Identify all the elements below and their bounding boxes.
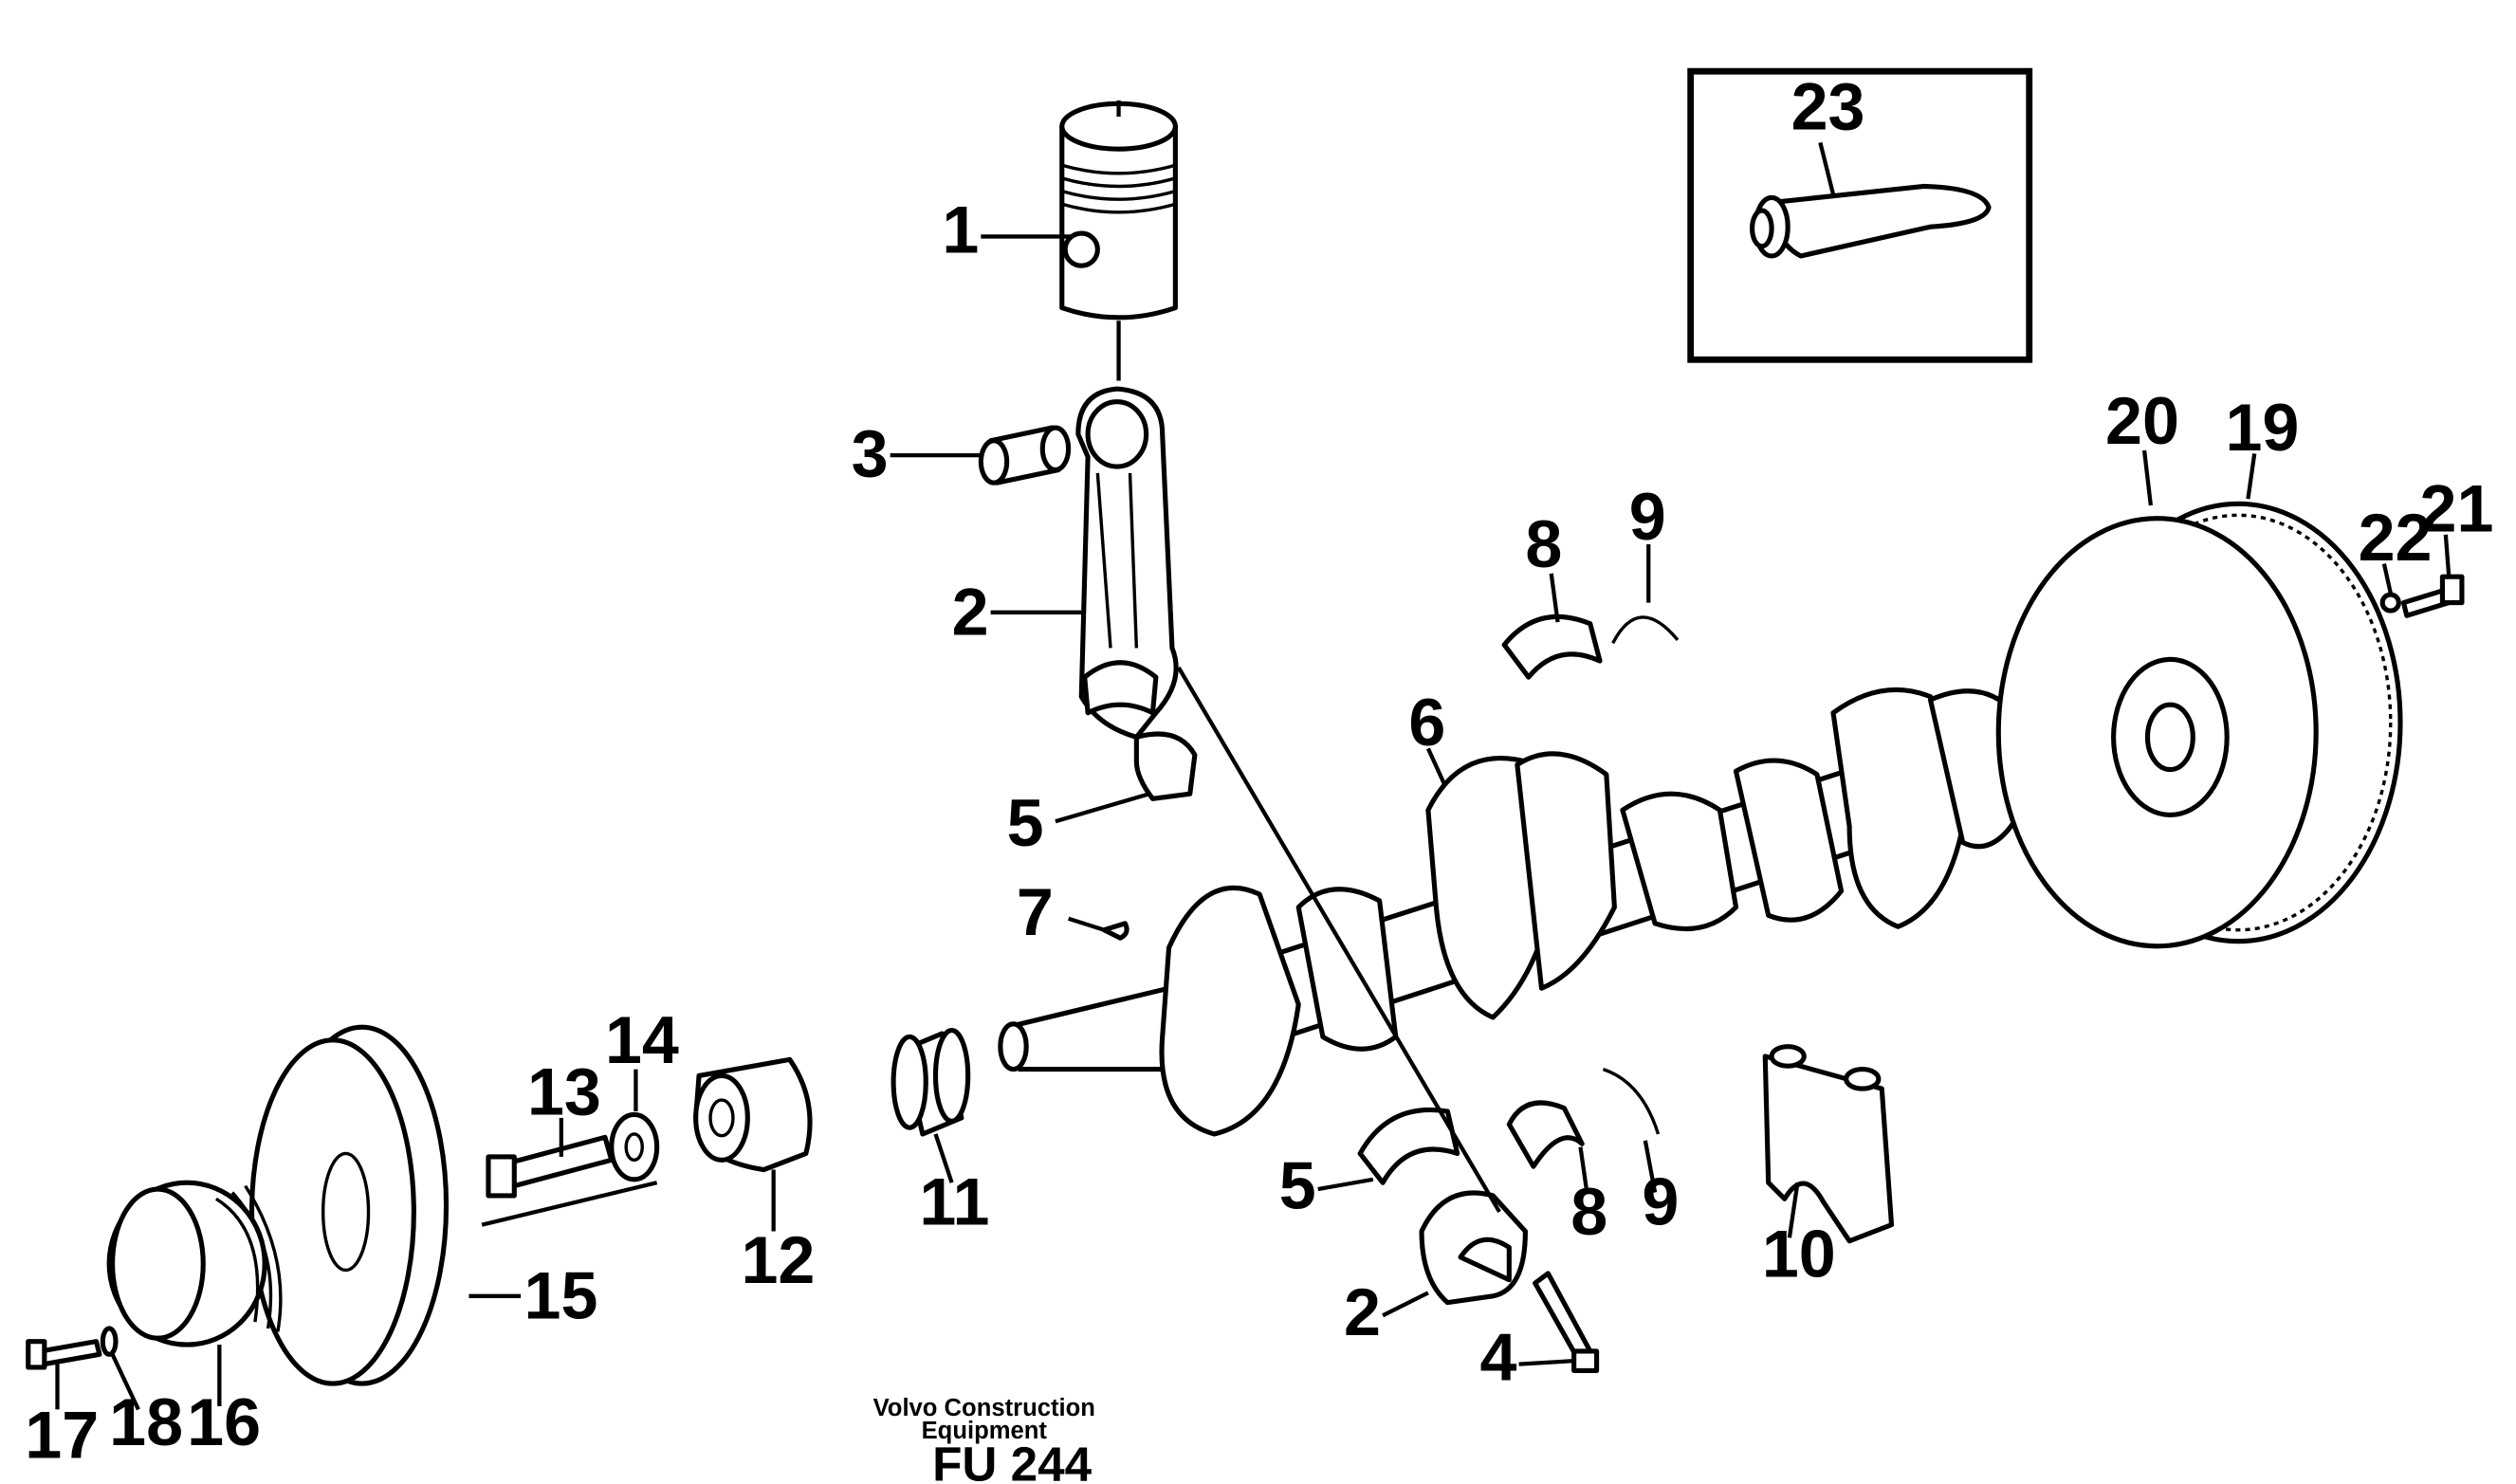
callout-8: 8 [1525,507,1562,581]
callout-7: 7 [1017,875,1054,949]
callout-9: 9 [1629,480,1666,554]
connecting-rod [1075,386,1198,801]
callout-10: 10 [1762,1217,1836,1291]
piston [1059,100,1178,381]
rod-cap [1419,1190,1528,1306]
callout-13: 13 [527,1054,601,1128]
flywheel-bolt [2379,574,2465,618]
callout-5-lower: 5 [1279,1149,1316,1223]
callout-15: 15 [524,1259,598,1333]
damper-pulley [248,1024,658,1386]
callout-14: 14 [605,1003,679,1077]
rod-bearing-lower [1357,1107,1460,1185]
bushing [978,425,1072,486]
callout-12: 12 [741,1223,815,1297]
callout-5: 5 [1007,786,1044,860]
callout-23: 23 [1791,70,1865,144]
callout-20: 20 [2105,384,2179,458]
callout-22: 22 [2359,501,2433,575]
rod-cap-bolt [1533,1271,1600,1373]
pin [1067,916,1129,941]
main-bearing-cap [1762,1044,1895,1244]
inset-box [1687,67,2033,363]
callout-2: 2 [952,576,989,650]
pulley [106,1180,283,1347]
callout-17: 17 [25,1399,99,1473]
bolt-13 [486,1134,615,1199]
callout-19: 19 [2225,391,2299,465]
callout-4: 4 [1480,1321,1517,1395]
callout-3: 3 [852,416,889,490]
callout-8-lower: 8 [1570,1175,1607,1249]
washer-14 [609,1111,660,1182]
footer-company-line1: Volvo Construction [873,1395,1095,1421]
washer-18 [100,1326,119,1357]
main-bearing-shell-upper [1501,614,1680,680]
callout-16: 16 [187,1385,261,1459]
callout-18: 18 [109,1385,183,1459]
callout-2-lower: 2 [1344,1275,1381,1349]
drawing-code: FU 244 [932,1438,1093,1484]
bolt-17 [26,1339,102,1370]
footer-company-line2: Equipment [922,1418,1048,1444]
callout-9-lower: 9 [1642,1165,1679,1239]
hub [693,1056,813,1173]
flywheel [1995,501,2403,949]
callout-6: 6 [1408,686,1445,760]
crankshaft [998,687,2142,1137]
main-bearing-lower [1506,1067,1661,1169]
crank-gear [891,1028,971,1137]
callout-1: 1 [942,193,979,267]
callout-11: 11 [919,1165,989,1239]
callout-21: 21 [2420,471,2494,545]
